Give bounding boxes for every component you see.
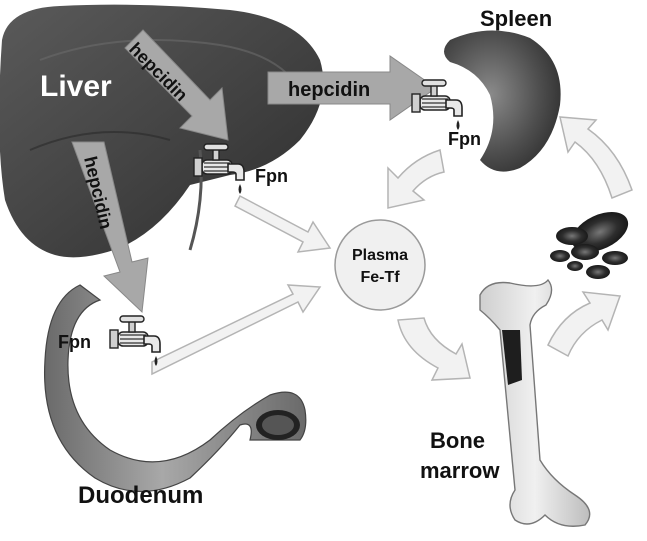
bone-marrow-label-line1: Bone <box>430 428 485 453</box>
faucet-icon <box>110 316 160 366</box>
red-blood-cells-icon <box>550 204 634 279</box>
plasma-fe-tf-node: Plasma Fe-Tf <box>335 220 425 310</box>
flow-arrow-rbc-to-spleen <box>560 117 632 198</box>
flow-arrow-bone-to-rbc <box>548 292 620 356</box>
bone-marrow-organ: Bone marrow <box>420 280 590 526</box>
flow-arrow-plasma-to-bone <box>398 318 470 380</box>
flow-arrow-spleen-to-plasma <box>388 150 444 208</box>
duodenum-label: Duodenum <box>78 482 203 509</box>
fpn-label-duodenum: Fpn <box>58 332 91 352</box>
flow-arrow-duodenum-to-plasma <box>152 285 320 374</box>
bone-marrow-label-line2: marrow <box>420 458 500 483</box>
plasma-label-line2: Fe-Tf <box>360 269 400 286</box>
spleen-label: Spleen <box>480 6 552 31</box>
liver-label: Liver <box>40 70 112 103</box>
hepcidin-label-spleen: hepcidin <box>288 79 370 101</box>
fpn-label-spleen: Fpn <box>448 129 481 149</box>
duodenum-organ: Duodenum <box>45 285 306 509</box>
plasma-label-line1: Plasma <box>352 247 408 264</box>
spleen-organ-icon <box>444 30 561 171</box>
flow-arrow-liver-to-plasma <box>235 196 330 252</box>
fpn-label-liver: Fpn <box>255 166 288 186</box>
